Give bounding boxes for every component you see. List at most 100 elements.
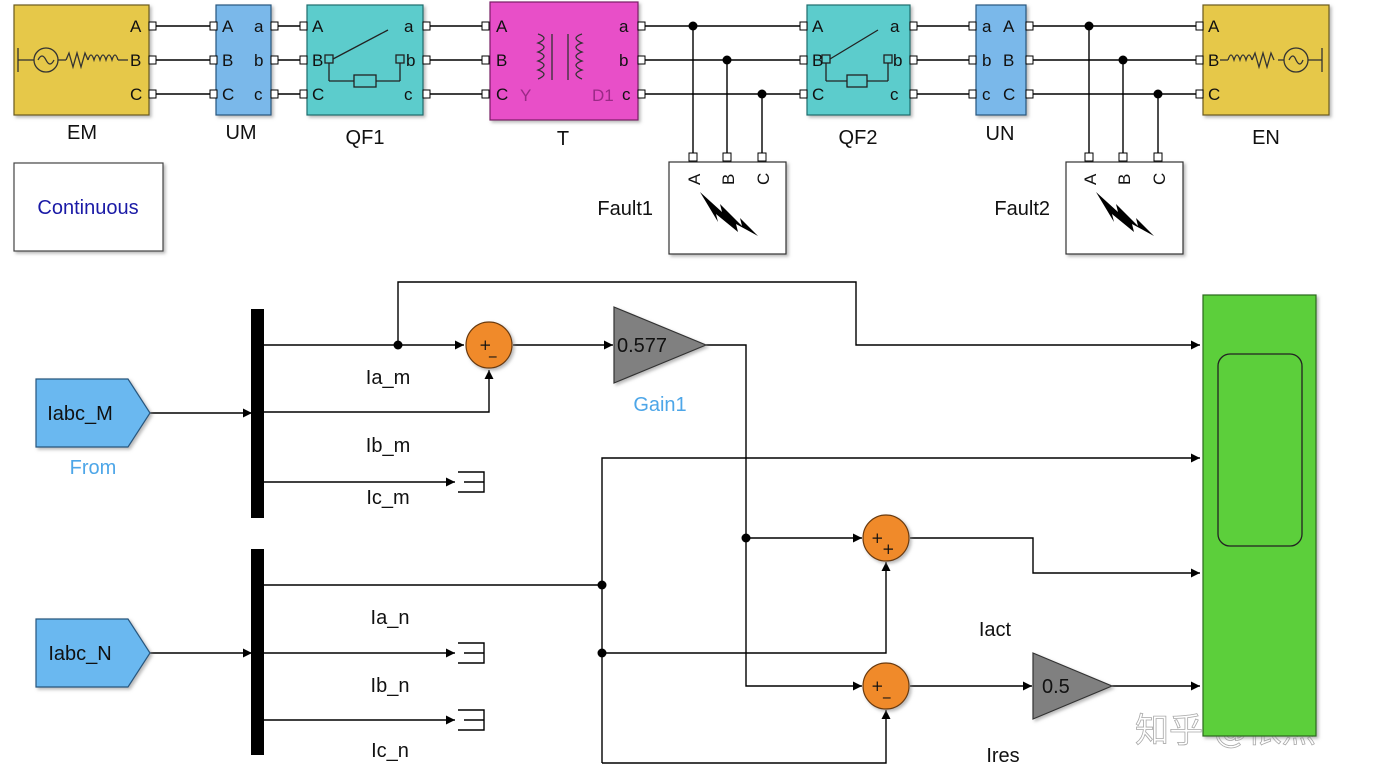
un-port-right-b: B: [1003, 51, 1014, 70]
sum-block-3[interactable]: + _: [862, 662, 910, 710]
ac-source-icon: [17, 47, 128, 73]
gain2-value: 0.5: [1042, 676, 1070, 698]
t-port-left-c: C: [496, 85, 508, 104]
control-wires: [150, 281, 1200, 764]
breaker-switch-icon: [821, 29, 893, 88]
en-port-a: A: [1208, 17, 1220, 36]
en-label: EN: [1252, 127, 1280, 149]
t-port-left-a: A: [496, 17, 508, 36]
gain-block-2[interactable]: 0.5: [1032, 652, 1114, 720]
from-m-label: Iabc_M: [47, 403, 113, 425]
sum1-sign-minus: _: [488, 340, 497, 359]
t-label: T: [557, 128, 569, 150]
sum-block-1[interactable]: + _: [465, 321, 513, 369]
demux-bar-m[interactable]: [251, 309, 264, 518]
fault-block-fault1[interactable]: A B C Fault1: [597, 152, 787, 255]
um-port-right-b: b: [254, 51, 263, 70]
t-port-right-a: a: [619, 17, 629, 36]
un-port-left-a: a: [982, 17, 992, 36]
em-port-a: A: [130, 17, 142, 36]
scope-block[interactable]: [1202, 294, 1317, 737]
gain1-value: 0.577: [617, 335, 667, 357]
um-port-right-c: c: [254, 85, 263, 104]
from-block-m[interactable]: Iabc_M From: [35, 378, 151, 479]
demux-bar-n[interactable]: [251, 549, 264, 755]
sum1-sign-plus: +: [479, 336, 492, 354]
signal-label-ic-m: Ic_m: [366, 487, 409, 509]
sum2-sign-plus-2: +: [882, 540, 895, 558]
qf1-port-left-a: A: [312, 17, 324, 36]
sum-block-2[interactable]: + +: [862, 514, 910, 562]
measurement-block-un[interactable]: a b c A B C UN: [968, 4, 1034, 145]
qf2-port-right-a: a: [890, 17, 900, 36]
lightning-icon: [700, 192, 758, 236]
um-port-left-a: A: [222, 17, 234, 36]
source-block-em[interactable]: A B C EM: [13, 4, 157, 144]
terminator-icon: [458, 471, 485, 493]
signal-label-ia-m: Ia_m: [366, 367, 410, 389]
un-label: UN: [986, 123, 1015, 145]
en-port-b: B: [1208, 51, 1219, 70]
t-port-right-c: c: [622, 85, 631, 104]
t-port-left-b: B: [496, 51, 507, 70]
sum3-sign-plus: +: [871, 677, 884, 695]
from-block-n[interactable]: Iabc_N: [35, 618, 151, 688]
signal-label-ia-n: Ia_n: [371, 607, 410, 629]
iact-label: Iact: [979, 619, 1012, 641]
breaker-block-qf1[interactable]: A B C a b c QF1: [299, 4, 431, 149]
fault2-port-b: B: [1115, 174, 1134, 185]
breaker-block-qf2[interactable]: A B C a b c QF2: [799, 4, 918, 149]
power-wires: [152, 21, 1196, 156]
qf2-port-left-b: B: [812, 51, 823, 70]
t-inner-right: D1: [592, 86, 614, 105]
powergui-block[interactable]: Continuous: [13, 162, 164, 252]
powergui-label: Continuous: [37, 197, 138, 219]
t-port-right-b: b: [619, 51, 628, 70]
transformer-block-t[interactable]: A B C a b c Y D1 T: [481, 1, 646, 150]
signal-label-ic-n: Ic_n: [371, 740, 409, 762]
fault-block-fault2[interactable]: A B C Fault2: [994, 152, 1184, 255]
un-port-right-a: A: [1003, 17, 1015, 36]
em-port-b: B: [130, 51, 141, 70]
un-port-right-c: C: [1003, 85, 1015, 104]
source-block-en[interactable]: A B C EN: [1195, 4, 1330, 149]
qf1-label: QF1: [346, 127, 385, 149]
en-port-c: C: [1208, 85, 1220, 104]
fault1-label: Fault1: [597, 198, 653, 220]
terminator-icon: [458, 709, 485, 731]
fault1-port-c: C: [754, 173, 773, 185]
qf2-port-left-a: A: [812, 17, 824, 36]
qf2-port-left-c: C: [812, 85, 824, 104]
gain1-caption: Gain1: [633, 394, 686, 416]
um-port-left-c: C: [222, 85, 234, 104]
ires-label: Ires: [986, 745, 1019, 767]
sum2-sign-plus-1: +: [871, 529, 884, 547]
transformer-coils-icon: [536, 33, 584, 80]
qf1-port-left-c: C: [312, 85, 324, 104]
scope-screen-icon: [1217, 353, 1303, 547]
breaker-switch-icon: [324, 29, 405, 88]
um-port-right-a: a: [254, 17, 264, 36]
un-port-left-b: b: [982, 51, 991, 70]
from-n-label: Iabc_N: [48, 643, 111, 665]
qf1-port-right-b: b: [406, 51, 415, 70]
qf1-port-right-c: c: [404, 85, 413, 104]
gain-block-1[interactable]: 0.577 Gain1: [613, 306, 708, 416]
qf2-port-right-c: c: [890, 85, 899, 104]
fault2-label: Fault2: [994, 198, 1050, 220]
fault2-port-c: C: [1150, 173, 1169, 185]
qf1-port-left-b: B: [312, 51, 323, 70]
qf2-label: QF2: [839, 127, 878, 149]
ac-source-icon: [1220, 47, 1323, 73]
um-port-left-b: B: [222, 51, 233, 70]
signal-label-ib-m: Ib_m: [366, 435, 410, 457]
terminator-icon: [458, 642, 485, 664]
t-inner-left: Y: [520, 86, 531, 105]
measurement-block-um[interactable]: A B C a b c UM: [209, 4, 279, 144]
qf1-port-right-a: a: [404, 17, 414, 36]
lightning-icon: [1096, 192, 1154, 236]
qf2-port-right-b: b: [893, 51, 902, 70]
signal-label-ib-n: Ib_n: [371, 675, 410, 697]
fault1-port-b: B: [719, 174, 738, 185]
